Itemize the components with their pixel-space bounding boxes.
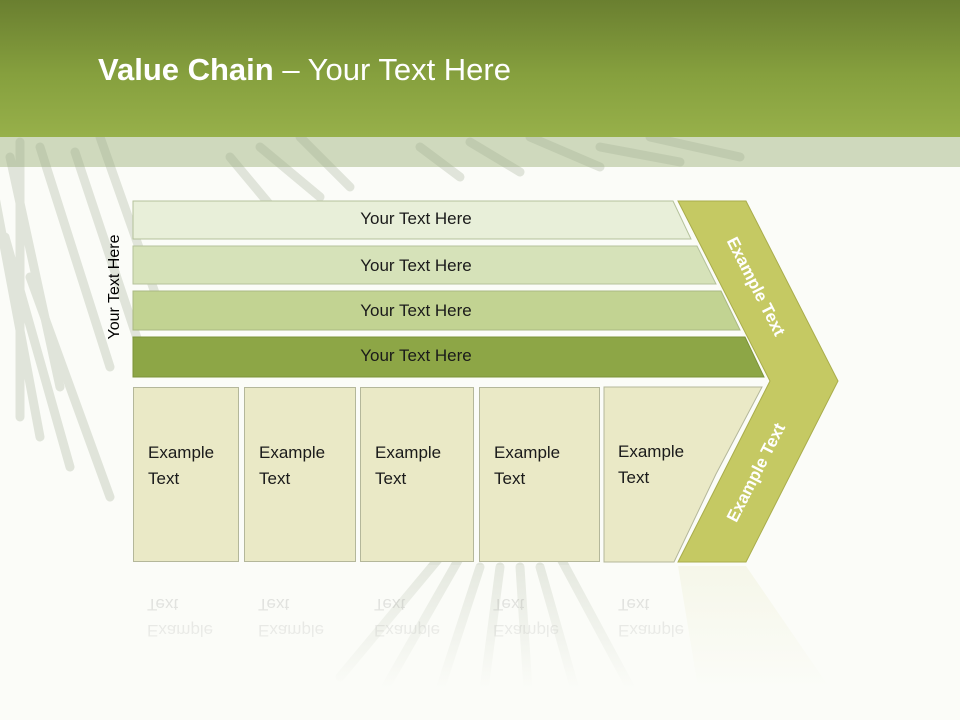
box-3-line1: Example xyxy=(375,443,442,462)
bar-label-3: Your Text Here xyxy=(360,301,472,320)
box-4-line1: Example xyxy=(494,443,561,462)
box-1-line1: Example xyxy=(148,443,215,462)
bar-label-1: Your Text Here xyxy=(360,209,472,228)
vertical-axis-label: Your Text Here xyxy=(106,234,123,340)
bar-shape-1 xyxy=(132,200,692,240)
bar-shape-4 xyxy=(132,336,765,378)
page-title: Value Chain – Your Text Here xyxy=(98,52,511,88)
box-4-line2: Text xyxy=(494,469,526,488)
box-2-line1: Example xyxy=(259,443,326,462)
header-banner xyxy=(0,0,960,137)
chevron-arrow xyxy=(677,200,839,563)
bar-shape-3 xyxy=(132,290,741,331)
last-box-shape xyxy=(603,386,763,563)
bar-label-4: Your Text Here xyxy=(360,346,472,365)
title-rest: – Your Text Here xyxy=(273,52,511,87)
box-5-line1: Example xyxy=(618,442,685,461)
box-5-line2: Text xyxy=(618,468,650,487)
box-1-line2: Text xyxy=(148,469,180,488)
reflection-fade xyxy=(120,565,840,720)
box-2-line2: Text xyxy=(259,469,291,488)
header-band xyxy=(0,137,960,167)
title-bold: Value Chain xyxy=(98,52,274,87)
bar-shape-2 xyxy=(132,245,717,285)
box-3-line2: Text xyxy=(375,469,407,488)
bar-label-2: Your Text Here xyxy=(360,256,472,275)
